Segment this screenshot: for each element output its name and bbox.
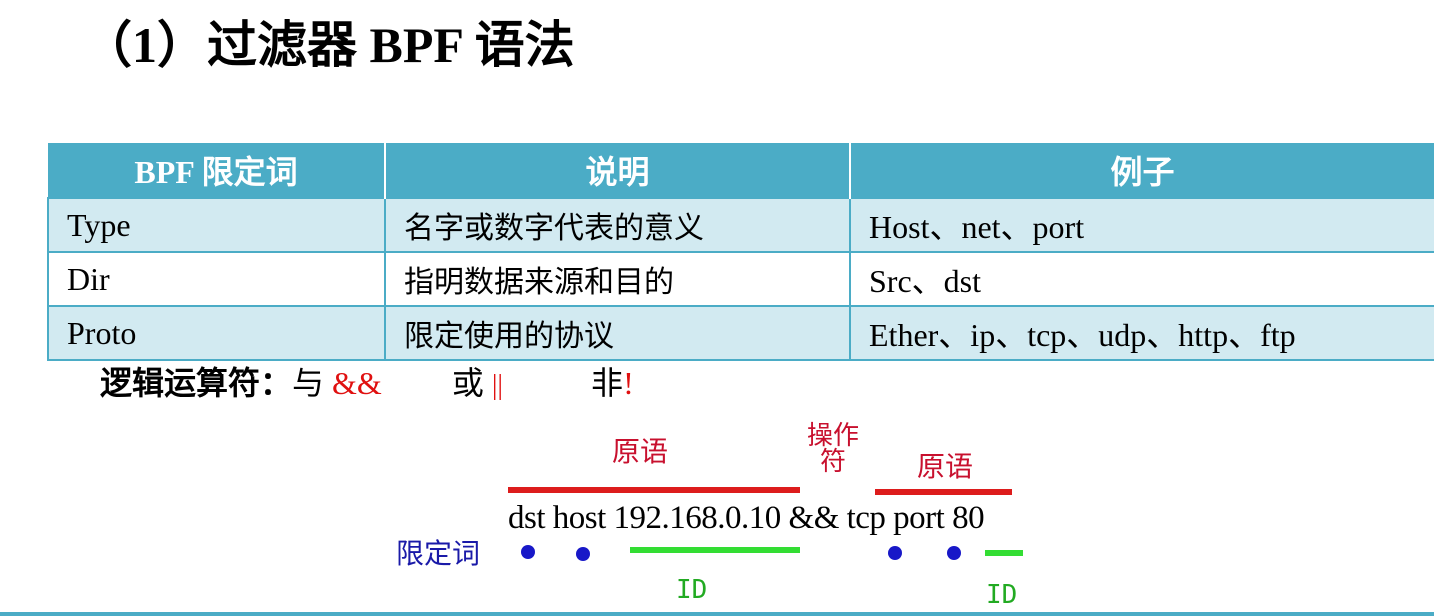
table-cell: Host、net、port [849, 197, 1434, 253]
table-cell: Ether、ip、tcp、udp、http、ftp [849, 305, 1434, 361]
primitive-bar-2 [875, 489, 1012, 495]
table-row: Proto 限定使用的协议 Ether、ip、tcp、udp、http、ftp [47, 305, 1434, 361]
id-bar-2 [985, 550, 1023, 556]
primitive-bar-1 [508, 487, 800, 493]
or-word: 或 [451, 365, 484, 401]
table-cell: Proto [47, 305, 386, 361]
column-header-description: 说明 [384, 143, 851, 198]
qualifier-dot-tcp [888, 546, 902, 560]
id-label-2: ID [986, 580, 1018, 610]
table-header-row: BPF 限定词 说明 例子 [48, 143, 1434, 198]
bpf-qualifier-table: BPF 限定词 说明 例子 Type 名字或数字代表的意义 Host、net、p… [47, 143, 1434, 361]
table-cell: Dir [47, 251, 386, 307]
primitive-label-1: 原语 [612, 435, 669, 468]
column-header-example: 例子 [849, 143, 1434, 198]
operator-label-line2: 符 [819, 447, 846, 477]
qualifier-dot-host [576, 547, 590, 561]
operator-label-line1: 操作 [806, 421, 859, 451]
qualifier-dot-dst [521, 545, 535, 559]
id-label-1: ID [676, 575, 708, 605]
table-cell: 指明数据来源和目的 [384, 251, 851, 307]
qualifier-label: 限定词 [396, 537, 481, 570]
table-row: Dir 指明数据来源和目的 Src、dst [47, 251, 1434, 307]
logical-operators-label: 逻辑运算符： [100, 365, 293, 401]
operator-label: 操作 符 [803, 423, 863, 475]
table-cell: 名字或数字代表的意义 [384, 197, 851, 253]
and-word: 与 [292, 365, 325, 401]
and-symbol: && [332, 365, 382, 401]
or-symbol: || [491, 370, 504, 401]
not-word: 非 [591, 365, 624, 401]
table-row: Type 名字或数字代表的意义 Host、net、port [47, 197, 1434, 253]
bpf-expression: dst host 192.168.0.10 && tcp port 80 [508, 500, 985, 536]
page-title: （1）过滤器 BPF 语法 [82, 17, 575, 73]
table-cell: Type [47, 197, 386, 253]
primitive-label-2: 原语 [917, 450, 974, 483]
logical-operators-line: 逻辑运算符：与 && 或 || 非! [100, 364, 634, 403]
bottom-divider [0, 612, 1434, 616]
qualifier-dot-port [947, 546, 961, 560]
table-cell: 限定使用的协议 [384, 305, 851, 361]
table-cell: Src、dst [849, 251, 1434, 307]
not-symbol: ! [623, 365, 634, 401]
id-bar-1 [630, 547, 800, 553]
column-header-qualifier: BPF 限定词 [48, 143, 386, 198]
